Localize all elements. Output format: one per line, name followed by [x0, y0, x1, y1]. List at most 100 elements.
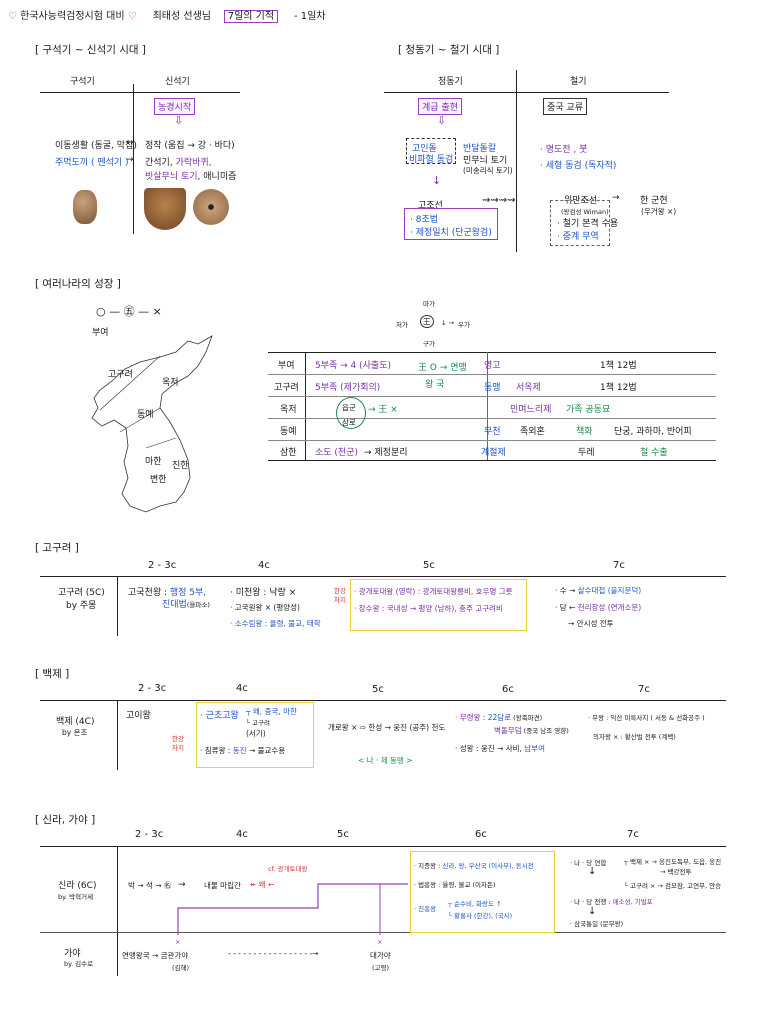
misongri-pottery: (미송리식 토기) [463, 166, 513, 175]
wave-arrow-icon: ⇝⇝⇝⇝ [482, 195, 516, 206]
col-bronze: 청동기 [438, 77, 463, 87]
timeline-vline [117, 700, 118, 770]
arrow-down-icon: ↓ [588, 906, 597, 917]
paleo-tool: 주먹도끼 ( 뗀석기 ) [55, 158, 129, 168]
bipa-dagger: 비파형 동검 [409, 155, 454, 165]
han-commanderies: 한 군현 [640, 196, 668, 206]
timeline-label: 7c [638, 684, 650, 695]
event: 의자왕 × : 황산벌 전투 (계백) [593, 733, 676, 741]
row-label: 백제 (4C) [56, 717, 95, 727]
diag-arrow: ↓ → [441, 319, 454, 327]
row-founder: by. 김수로 [64, 960, 94, 968]
event: · 진흥왕 [414, 905, 437, 913]
event: (김해) [172, 964, 190, 972]
event: ┬ 백제 × → 웅진도독부, 도읍, 웅진 [624, 858, 722, 866]
map-label-byeonhan: 변한 [150, 475, 167, 485]
table-cell: 계절제 [481, 448, 506, 458]
table-cell: 민며느리제 [510, 405, 552, 415]
col-neolithic: 신석기 [165, 77, 190, 87]
neo-pottery: 빗살무늬 토기, 애니미즘 [145, 172, 237, 182]
section-title-states: [ 여러나라의 성장 ] [35, 278, 121, 290]
event: 대가야 [370, 951, 391, 960]
highlight-box [196, 702, 314, 768]
event: 연맹왕국 → 금관가야 [122, 951, 189, 960]
wiman-sub: (왕검성 Wiman) [561, 208, 609, 216]
cross-icon: × [175, 938, 181, 946]
timeline-label: 2 - 3c [135, 829, 164, 840]
arrow-down-icon: ↓ [588, 866, 597, 877]
section-title-stone-age: [ 구석기 ~ 신석기 시대 ] [35, 44, 146, 56]
legend-symbols: ○ — ㊄ — × [96, 305, 162, 318]
event: < 나 · 제 동맹 > [358, 756, 413, 765]
box-wiman [550, 200, 610, 246]
timeline-vline [117, 846, 118, 976]
timeline-label: 5c [372, 684, 384, 695]
divider [384, 92, 669, 93]
neo-life: 정착 (움집 → 강 · 바다) [145, 141, 235, 151]
highlight-box [410, 851, 555, 933]
event: · 성왕 : 웅진 → 사비, 남부여 [455, 744, 545, 753]
wiman-trade: · 중계 무역 [557, 232, 599, 242]
event: · 지증왕 : 신라, 왕, 우산국 (이사부), 동시전 [414, 862, 534, 870]
table-row-name: 부여 [278, 361, 295, 371]
event: 고이왕 [126, 711, 151, 721]
event: 진대법(을파소) [162, 600, 210, 610]
table-cell: 5부족 → 4 (사출도) [315, 361, 391, 371]
tag-farming: 농경시작 [154, 98, 196, 115]
map-label-mahan: 마한 [145, 457, 162, 467]
table-cell: 5부족 (제가회의) [315, 383, 381, 393]
event: ↞ 왜 ← [250, 880, 275, 889]
event: → 안시성 전투 [568, 619, 614, 628]
event: · 장수왕 : 국내성 → 평양 (남하), 충주 고구려비 [354, 604, 503, 613]
diag-guga: 구가 [423, 340, 435, 348]
timeline-label: 6c [475, 829, 487, 840]
event: 개로왕 × ⇨ 한성 → 웅진 (공주) 천도 [328, 723, 446, 732]
hand-axe-image [73, 190, 97, 224]
table-row-name: 옥저 [280, 405, 297, 415]
han-river-note: 차지 [172, 744, 184, 752]
table-cell: 삼로 [342, 418, 356, 427]
timeline-line [40, 700, 726, 701]
event: └ 고구려 [246, 719, 270, 727]
stone-knife: 반달돌칼 [463, 144, 497, 154]
event: · 무령왕 : 22담로 (왕족파견) [455, 713, 543, 722]
diag-jeoga: 저가 [396, 321, 408, 329]
table-bottom-line [268, 460, 716, 461]
event: · 고국원왕 × (평양성) [230, 603, 300, 612]
arrow-down-icon: ⇩ [174, 114, 184, 127]
map-label-dongye: 동예 [137, 410, 154, 420]
table-cell: 무천 [484, 427, 501, 437]
box-gojoseon [404, 208, 498, 240]
table-cell: 두레 [578, 448, 595, 458]
table-row-line [268, 418, 716, 419]
cross-icon: × [377, 938, 383, 946]
timeline-label: 6c [502, 684, 514, 695]
section-title-bronze-age: [ 청동기 ~ 철기 시대 ] [398, 44, 500, 56]
gojoseon: 고조선 [418, 201, 443, 211]
map-label-okjeo: 옥저 [162, 378, 179, 388]
table-cell: 단궁, 과하마, 반어피 [614, 427, 692, 437]
tag-china: 중국 교류 [543, 98, 587, 115]
table-cell: 서옥제 [516, 383, 541, 393]
han-river-note: 한강 [334, 587, 346, 595]
event: cf. 광개토대왕 [268, 865, 308, 873]
event: · 소수림왕 : 율령, 불교, 태학 [230, 619, 321, 628]
event: ┬ 왜, 중국, 마한 [246, 707, 297, 716]
event: (서기) [246, 729, 266, 738]
wiman-iron: · 철기 본격 수용 [557, 219, 619, 229]
highlight-box [350, 579, 527, 631]
diag-king: 王 [420, 315, 434, 328]
table-row-name: 고구려 [274, 383, 299, 393]
page-header: ♡ 한국사능력검정시험 대비 ♡ 최태성 선생님 7일의 기적 - 1일차 [8, 7, 326, 23]
table-cell: 읍군 [342, 403, 356, 412]
heart-icon: ♡ [8, 11, 17, 22]
event: 박 → 석 → ㊔ [128, 881, 172, 890]
page-title: 7일의 기적 [223, 10, 279, 23]
event: · 법흥왕 : 율령, 불교 (이차돈) [414, 881, 496, 889]
timeline-label: 5c [337, 829, 349, 840]
event: · 삼국통일 (문무왕) [570, 920, 624, 928]
table-cell: 족외혼 [520, 427, 545, 437]
exam-name: 한국사능력검정시험 대비 [20, 11, 125, 22]
event: (고령) [372, 964, 390, 972]
